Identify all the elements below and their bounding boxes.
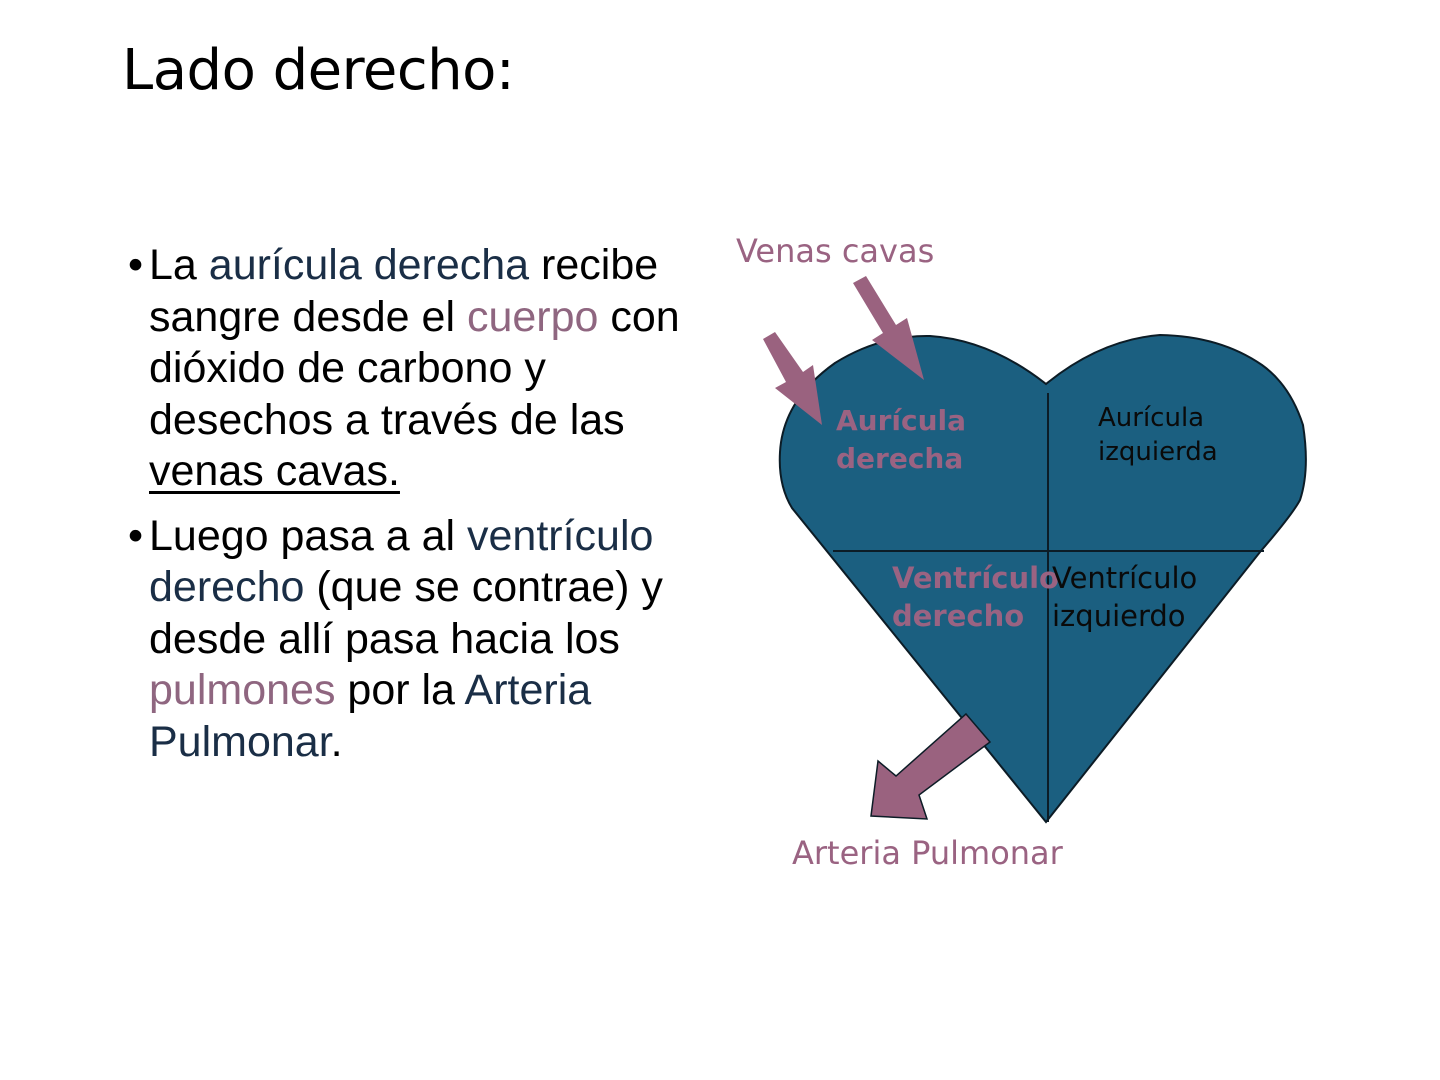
term-arteria-pulmonar: Arteria Pulmonar	[149, 666, 592, 766]
term-ventriculo-derecho: ventrículo derecho	[149, 511, 654, 612]
text-segment: .	[330, 717, 343, 766]
venas-cavas-label: Venas cavas	[736, 232, 934, 270]
text-segment: Luego pasa a al	[149, 511, 467, 560]
bullet-list: • La aurícula derecha recibe sangre desd…	[128, 240, 698, 781]
vena-cava-arrow-left-icon	[763, 332, 822, 425]
ventriculo-derecho-label-line1: Ventrículo	[892, 561, 1059, 595]
term-auricula-derecha: aurícula derecha	[208, 241, 530, 289]
text-segment: con dióxido de carbono y desechos a trav…	[149, 292, 680, 444]
arteria-pulmonar-label: Arteria Pulmonar	[792, 834, 1064, 872]
arteria-pulmonar-arrow-icon	[870, 712, 992, 820]
bullet-item-right-ventricle: • Luego pasa a al ventrículo derecho (qu…	[128, 511, 698, 769]
ventriculo-derecho-label-line2: derecho	[892, 599, 1024, 633]
vena-cava-arrow-right-icon	[853, 276, 924, 380]
text-segment: (que se contrae) y desde allí pasa hacia…	[149, 563, 663, 663]
auricula-derecha-label-line2: derecha	[836, 442, 963, 475]
text-segment: La	[149, 241, 209, 289]
auricula-izquierda-label-line2: izquierda	[1098, 437, 1218, 467]
term-venas-cavas: venas cavas.	[149, 447, 400, 495]
term-cuerpo: cuerpo	[466, 292, 599, 341]
slide-title: Lado derecho:	[122, 38, 515, 103]
ventriculo-izquierdo-label-line1: Ventrículo	[1052, 561, 1197, 595]
auricula-derecha-label-line1: Aurícula	[836, 404, 966, 437]
term-pulmones: pulmones	[149, 666, 336, 714]
auricula-izquierda-label-line1: Aurícula	[1098, 403, 1204, 433]
bullet-marker: •	[128, 241, 144, 289]
text-segment: por la	[335, 666, 465, 714]
ventriculo-izquierdo-label-line2: izquierdo	[1052, 599, 1186, 633]
bullet-marker: •	[128, 511, 144, 560]
text-segment: recibe sangre desde el	[149, 241, 659, 341]
bullet-item-right-atrium: • La aurícula derecha recibe sangre desd…	[128, 240, 698, 498]
